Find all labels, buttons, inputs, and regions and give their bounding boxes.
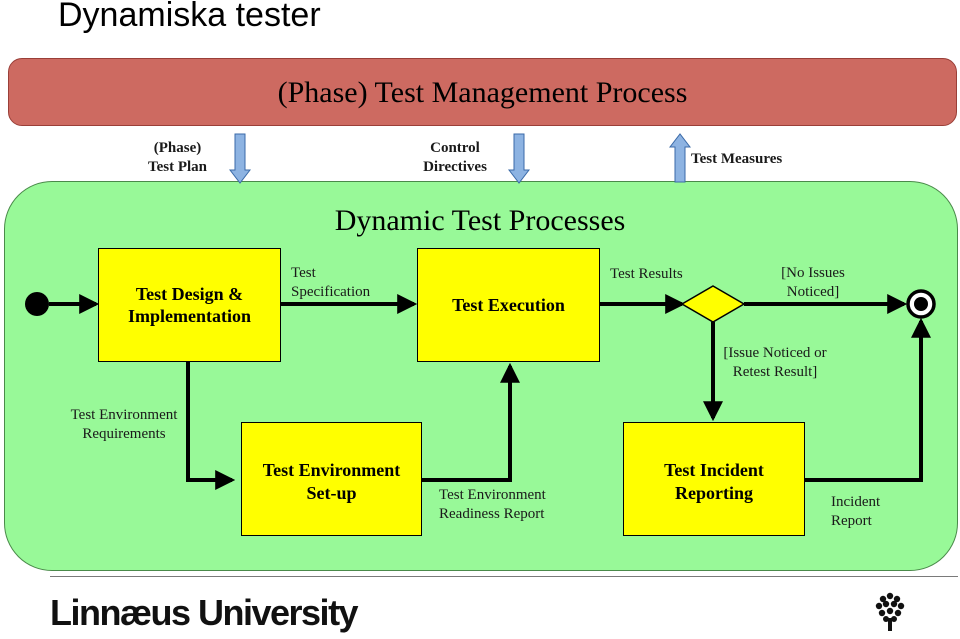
test-execution-label: Test Execution bbox=[452, 294, 565, 315]
control-directives-down-arrow-icon bbox=[507, 133, 531, 184]
control-directives-label: Control Directives bbox=[423, 140, 487, 175]
university-brand: Linnæus University bbox=[50, 592, 359, 633]
panel-title: Dynamic Test Processes bbox=[334, 204, 626, 237]
test-design-implementation-label: Test Design & Implementation bbox=[128, 283, 251, 327]
test-design-implementation-box: Test Design & Implementation bbox=[98, 248, 281, 362]
issue-noticed-label: [Issue Noticed or Retest Result] bbox=[723, 345, 827, 380]
test-environment-setup-label: Test Environment Set-up bbox=[262, 460, 401, 503]
test-plan-label: (Phase) Test Plan bbox=[147, 140, 208, 175]
footer-divider bbox=[50, 576, 958, 577]
test-management-label: (Phase) Test Management Process bbox=[277, 76, 688, 109]
no-issues-label: [No Issues Noticed] bbox=[781, 265, 845, 300]
test-management-bar bbox=[8, 58, 957, 126]
test-incident-reporting-label: Test Incident Reporting bbox=[664, 460, 764, 503]
test-measures-label: Test Measures bbox=[691, 151, 783, 167]
test-specification-label: Test Specification bbox=[291, 265, 371, 300]
slide-title: Dynamiska tester bbox=[58, 0, 321, 34]
end-node-icon bbox=[906, 289, 936, 319]
env-readiness-report-label: Test Environment Readiness Report bbox=[439, 487, 546, 522]
test-measures-up-arrow-icon bbox=[668, 133, 692, 183]
incident-report-label: Incident Report bbox=[831, 494, 881, 529]
test-incident-reporting-box: Test Incident Reporting bbox=[623, 422, 805, 536]
test-plan-down-arrow-icon bbox=[228, 133, 252, 184]
decision-diamond-icon bbox=[680, 285, 746, 323]
test-environment-setup-box: Test Environment Set-up bbox=[241, 422, 422, 536]
start-node-icon bbox=[25, 292, 49, 316]
test-results-label: Test Results bbox=[610, 266, 683, 282]
test-execution-box: Test Execution bbox=[417, 248, 600, 362]
env-requirements-label: Test Environment Requirements bbox=[70, 407, 178, 442]
tree-logo-icon bbox=[875, 592, 905, 631]
